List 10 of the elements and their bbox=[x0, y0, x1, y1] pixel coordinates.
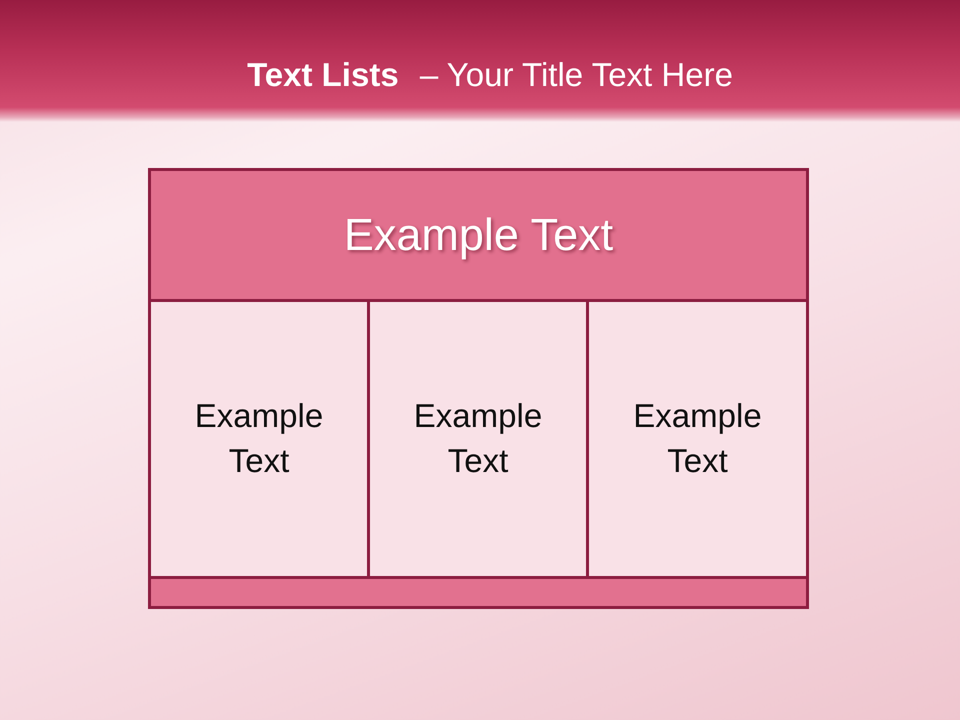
heading-text: Example Text bbox=[344, 208, 614, 262]
table-cell bbox=[367, 299, 589, 579]
header-band bbox=[148, 168, 809, 302]
table-cell bbox=[586, 299, 809, 579]
table-cell bbox=[148, 299, 370, 579]
cell-text: Example Text bbox=[412, 396, 544, 481]
cell-text: Example Text bbox=[194, 396, 324, 481]
cell-text: Example Text bbox=[632, 396, 763, 481]
footer-band bbox=[148, 576, 809, 609]
slide-title: Text Lists – Your Title Text Here bbox=[246, 55, 734, 95]
